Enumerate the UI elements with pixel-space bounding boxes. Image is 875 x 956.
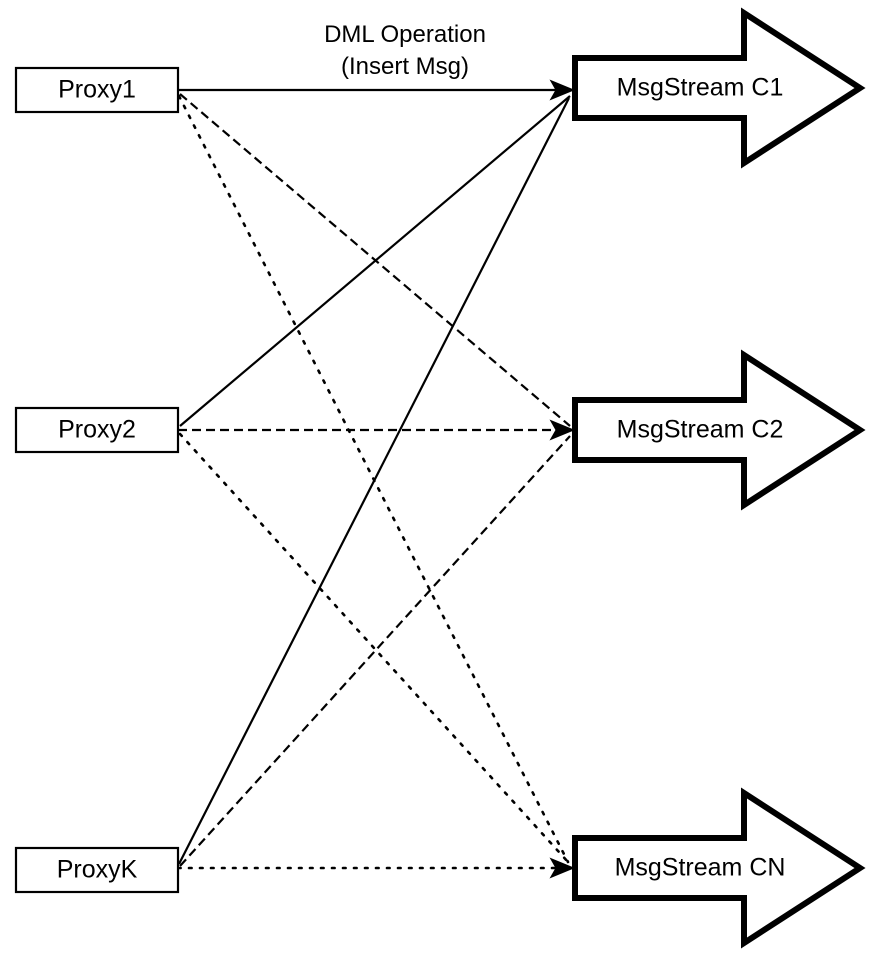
edges-layer [176,88,572,870]
proxy-box-outline-proxy1 [14,66,180,114]
dml-operation-caption: DML Operation (Insert Msg) [324,21,486,80]
stream-node-stream-c2[interactable]: MsgStream C2 [572,349,866,511]
proxy-node-proxyk[interactable]: ProxyK [14,846,180,894]
stream-arrow-shape-stream-c2 [572,349,866,511]
stream-node-stream-cn[interactable]: MsgStream CN [572,787,866,949]
stream-nodes-layer: MsgStream C1 MsgStream C2 MsgStream CN [572,7,866,949]
proxy-box-outline-proxyk [14,846,180,894]
arrowhead-into-stream-cn [549,857,575,879]
arrowhead-into-stream-c1 [549,79,575,101]
edge-proxyk-to-stream-c1 [178,97,570,865]
caption-line-1: DML Operation [324,21,486,48]
stream-label-stream-cn: MsgStream CN [615,854,786,882]
stream-label-stream-c1: MsgStream C1 [617,74,784,102]
stream-arrow-shape-stream-c1 [572,7,866,169]
arrowheads-layer [549,79,575,879]
stream-arrow-shape-stream-cn [572,787,866,949]
proxy-label-proxyk: ProxyK [57,856,138,884]
edge-proxy2-to-stream-cn [178,432,570,864]
proxy-node-proxy2[interactable]: Proxy2 [14,406,180,454]
proxy-node-proxy1[interactable]: Proxy1 [14,66,180,114]
edge-proxy2-to-stream-c1 [179,95,571,427]
edge-proxyk-to-stream-c2 [179,435,571,867]
edge-proxy1-to-stream-cn [177,94,570,864]
proxy-label-proxy2: Proxy2 [58,416,136,444]
stream-node-stream-c1[interactable]: MsgStream C1 [572,7,866,169]
stream-label-stream-c2: MsgStream C2 [617,416,784,444]
arrowhead-into-stream-c2 [549,419,575,441]
caption-line-2: (Insert Msg) [341,53,469,80]
proxy-label-proxy1: Proxy1 [58,76,136,104]
proxy-box-outline-proxy2 [14,406,180,454]
